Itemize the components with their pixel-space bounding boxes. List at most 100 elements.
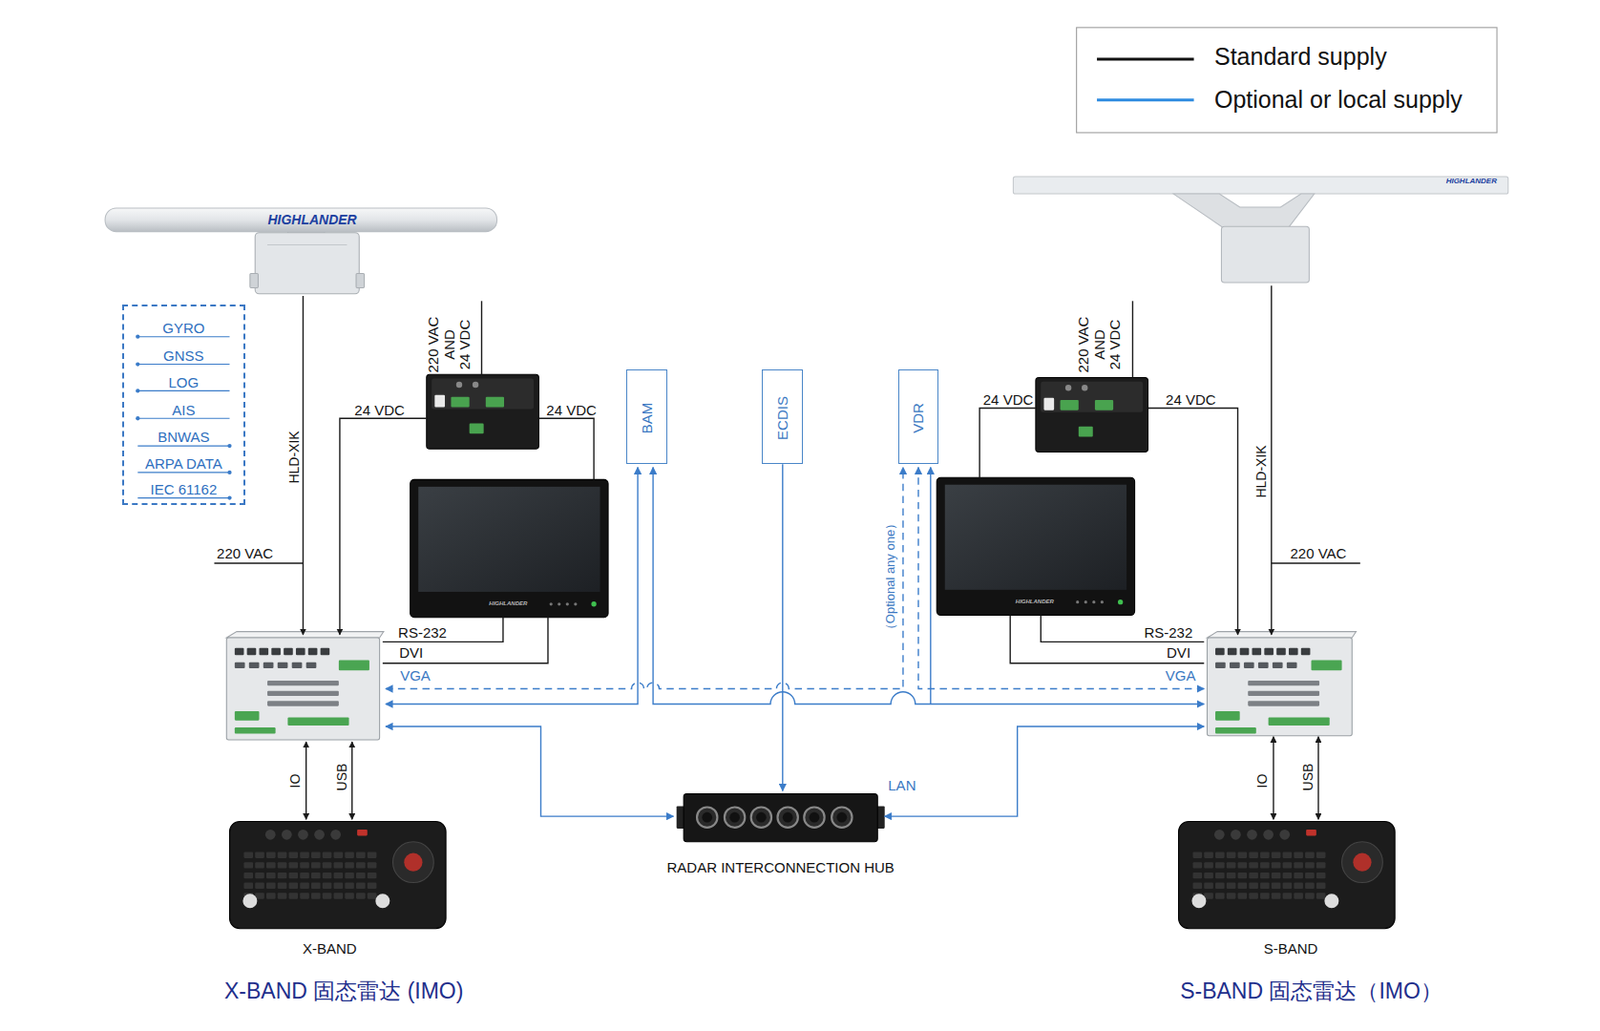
brand-mark: HIGHLANDER xyxy=(1015,597,1054,605)
antenna-bracket xyxy=(1173,193,1315,229)
key xyxy=(356,872,366,879)
key xyxy=(254,872,265,879)
hub-port xyxy=(803,806,824,827)
signal-label: DVI xyxy=(399,645,423,662)
key xyxy=(334,862,344,868)
signal-label: VGA xyxy=(1165,667,1197,684)
expansion-slot xyxy=(267,680,339,686)
key xyxy=(1238,852,1248,859)
key xyxy=(1260,872,1270,879)
signal-label: VGA xyxy=(400,667,431,684)
key xyxy=(1226,883,1237,889)
sensor-input-box: GYROGNSSLOGAISBNWASARPA DATAIEC 61162 xyxy=(122,304,245,506)
power-supply xyxy=(426,374,540,449)
key xyxy=(322,872,333,879)
key xyxy=(344,862,355,868)
key xyxy=(1305,883,1315,889)
key xyxy=(1193,872,1203,879)
key xyxy=(243,883,253,889)
monitor-button xyxy=(1100,600,1104,604)
key xyxy=(277,883,288,889)
key xyxy=(1215,862,1225,868)
io-port xyxy=(1215,662,1226,669)
key xyxy=(1215,892,1225,899)
power-input-label: 220 VAC AND 24 VDC xyxy=(426,316,475,374)
trackball-well xyxy=(1342,842,1384,884)
key xyxy=(266,872,276,879)
hub-body xyxy=(683,794,878,843)
sensor-line xyxy=(137,336,230,337)
key xyxy=(1193,862,1203,868)
power-switch xyxy=(1043,398,1054,411)
io-port xyxy=(320,648,331,655)
sensor-name: GYRO xyxy=(162,320,205,337)
cable xyxy=(1270,285,1272,635)
power-supply-panel xyxy=(431,378,534,410)
hub-port-core xyxy=(836,812,847,823)
signal-label: RS-232 xyxy=(1143,624,1193,641)
optional-cable xyxy=(652,467,1204,705)
expansion-slot xyxy=(267,700,339,706)
power-led xyxy=(590,601,596,607)
key xyxy=(288,852,298,859)
key xyxy=(1203,862,1214,868)
key xyxy=(1203,872,1214,879)
control-knob xyxy=(1214,829,1225,841)
sensor-line xyxy=(137,497,230,499)
key xyxy=(266,862,276,868)
system-name: BAM xyxy=(638,401,655,434)
monitor-button xyxy=(1092,600,1095,604)
button xyxy=(242,893,257,908)
io-port xyxy=(1276,648,1286,655)
sensor-line xyxy=(137,471,230,473)
key xyxy=(1226,862,1237,868)
key xyxy=(322,862,333,868)
key xyxy=(299,852,310,859)
hub-port xyxy=(777,806,798,827)
sensor-line xyxy=(137,363,230,365)
key xyxy=(1226,892,1237,899)
connector-line xyxy=(781,463,783,791)
key xyxy=(1293,852,1304,859)
power-supply xyxy=(1035,377,1149,452)
key xyxy=(311,852,321,859)
processor-top xyxy=(1206,631,1356,638)
sensor-dot xyxy=(135,388,140,393)
key xyxy=(1248,862,1259,868)
pedestal-foot xyxy=(250,273,259,288)
cable xyxy=(979,408,1036,479)
power-label: 24 VDC xyxy=(354,401,405,419)
button xyxy=(1191,893,1206,908)
key xyxy=(1293,892,1304,899)
hub-port-core xyxy=(729,812,740,823)
button xyxy=(1324,893,1339,908)
system-title: S-BAND 固态雷达（IMO） xyxy=(1179,979,1443,1004)
io-port xyxy=(277,662,289,669)
key xyxy=(344,883,355,889)
terminal-block xyxy=(469,423,485,435)
key xyxy=(322,852,333,859)
sensor-dot xyxy=(135,335,140,339)
key xyxy=(1260,852,1270,859)
key xyxy=(356,892,366,899)
device-label: X-BAND xyxy=(302,941,358,958)
key xyxy=(367,883,378,889)
terminal-block xyxy=(287,716,349,726)
interconnection-hub: RADAR INTERCONNECTION HUB xyxy=(678,790,884,842)
key xyxy=(266,883,276,889)
cable xyxy=(351,741,353,820)
cable xyxy=(538,418,594,480)
io-port xyxy=(1252,648,1263,655)
key xyxy=(1305,872,1315,879)
key xyxy=(1215,872,1225,879)
control-knob xyxy=(1246,829,1258,841)
key xyxy=(1238,862,1248,868)
signal-label: LAN xyxy=(887,778,916,795)
key xyxy=(1248,852,1259,859)
key xyxy=(367,872,378,879)
key xyxy=(334,892,344,899)
terminal-block xyxy=(485,397,505,408)
key xyxy=(288,872,298,879)
